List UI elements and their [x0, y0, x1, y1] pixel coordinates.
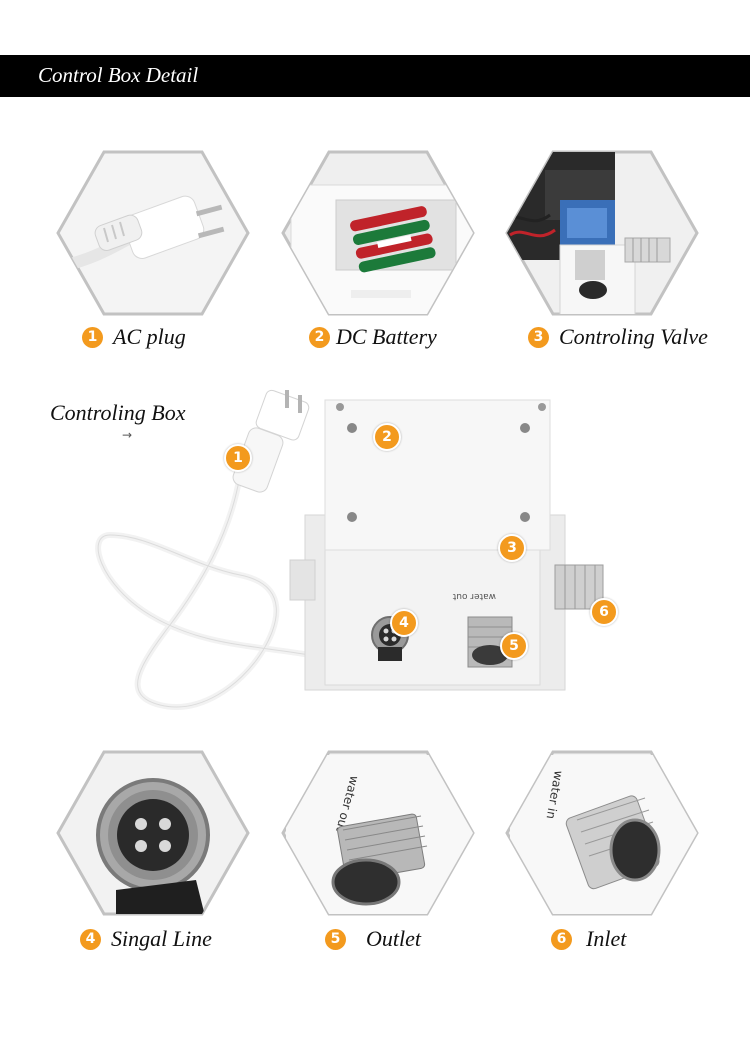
hex-ac-plug: [56, 150, 250, 316]
outlet-marking: water out: [452, 591, 496, 601]
callout-1: 1: [224, 444, 252, 472]
number-badge: 1: [82, 326, 103, 348]
section-banner: Control Box Detail: [0, 55, 750, 97]
caption-outlet: 5 Outlet: [325, 926, 421, 952]
plug-shape: [232, 389, 310, 493]
battery-compartment-icon: [281, 150, 475, 316]
hex-dc-battery: [281, 150, 475, 316]
banner-title: Control Box Detail: [38, 63, 199, 87]
hex-signal-line: [56, 750, 250, 916]
callout-3: 3: [498, 534, 526, 562]
control-box-illustration: water out: [95, 389, 604, 710]
callout-6: 6: [590, 598, 618, 626]
number-badge: 5: [325, 928, 346, 950]
number-badge: 6: [551, 928, 572, 950]
number-badge: 2: [309, 326, 330, 348]
number-badge: 3: [528, 326, 549, 348]
number-badge: 4: [80, 928, 101, 950]
signal-connector-icon: [56, 750, 250, 916]
arrow-icon: →: [122, 428, 133, 442]
caption-label: Singal Line: [111, 926, 212, 951]
caption-label: Outlet: [366, 926, 421, 951]
caption-label: AC plug: [113, 324, 186, 349]
caption-controling-valve: 3 Controling Valve: [528, 324, 708, 350]
inlet-thread-icon: water in: [505, 750, 699, 916]
caption-label: Controling Valve: [559, 324, 708, 349]
callout-5: 5: [500, 632, 528, 660]
caption-signal-line: 4 Singal Line: [80, 926, 212, 952]
caption-inlet: 6 Inlet: [551, 926, 626, 952]
outlet-thread-icon: water out: [281, 750, 475, 916]
caption-label: DC Battery: [336, 324, 437, 349]
caption-dc-battery: 2 DC Battery: [309, 324, 437, 350]
hex-outlet: water out: [281, 750, 475, 916]
hex-inlet: water in: [505, 750, 699, 916]
controling-box-label: Controling Box: [50, 400, 186, 425]
ac-plug-icon: [56, 150, 250, 316]
callout-2: 2: [373, 423, 401, 451]
caption-label: Inlet: [586, 926, 627, 951]
hex-controling-valve: [505, 150, 699, 316]
solenoid-valve-icon: [505, 150, 699, 316]
caption-ac-plug: 1 AC plug: [82, 324, 186, 350]
callout-4: 4: [390, 609, 418, 637]
